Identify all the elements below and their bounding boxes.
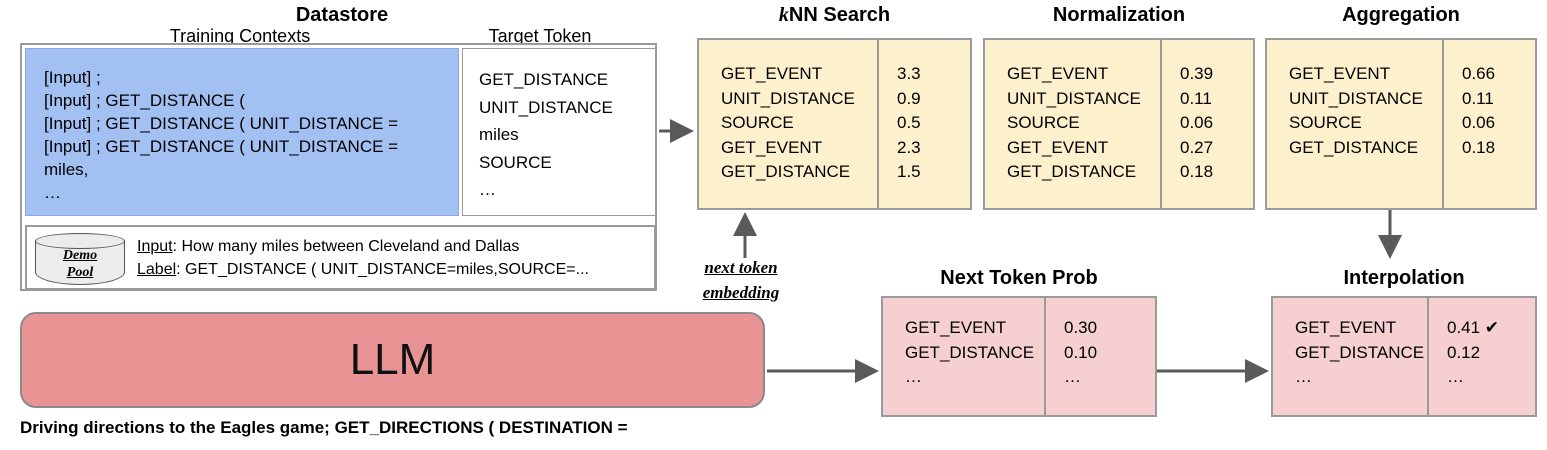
bottom-caption: Driving directions to the Eagles game; G… bbox=[20, 418, 628, 437]
table-cell-value: 0.12 bbox=[1447, 342, 1481, 362]
demo-pool-text: Input: How many miles between Cleveland … bbox=[137, 235, 589, 281]
table-row: GET_EVENT bbox=[905, 318, 1007, 337]
table-cell-value: 0.9 bbox=[897, 88, 921, 108]
demo-label-key: Label bbox=[137, 261, 177, 278]
datastore-col-header-target: Target Token bbox=[488, 26, 592, 46]
table-cell-value: 0.06 bbox=[1462, 113, 1496, 132]
table-row: SOURCE bbox=[1289, 113, 1362, 132]
list-item: [Input] ; GET_DISTANCE ( UNIT_DISTANCE = bbox=[44, 137, 399, 156]
list-item: UNIT_DISTANCE bbox=[479, 97, 613, 117]
database-cylinder-icon: Demo Pool bbox=[35, 231, 127, 287]
list-item: [Input] ; GET_DISTANCE ( UNIT_DISTANCE = bbox=[44, 114, 399, 133]
table-row: UNIT_DISTANCE bbox=[1289, 88, 1423, 108]
demo-input-key: Input bbox=[137, 238, 173, 255]
list-item: SOURCE bbox=[479, 152, 552, 172]
next-token-embedding-label: next token embedding bbox=[676, 255, 806, 305]
datastore-col-header-contexts: Training Contexts bbox=[169, 26, 311, 46]
table-row: GET_DISTANCE bbox=[1295, 342, 1425, 362]
list-item: miles, bbox=[44, 160, 89, 179]
table-row: GET_EVENT bbox=[1289, 64, 1391, 83]
table-row: GET_EVENT bbox=[1295, 318, 1397, 337]
knn-title-k: k bbox=[778, 4, 789, 26]
table-cell-value: 0.18 bbox=[1462, 137, 1496, 157]
llm-box: LLM bbox=[20, 312, 765, 408]
table-row: GET_DISTANCE bbox=[721, 162, 851, 181]
table-row: UNIT_DISTANCE bbox=[721, 88, 855, 108]
table-row: … bbox=[905, 367, 922, 386]
table-row: GET_DISTANCE bbox=[1007, 162, 1137, 181]
next-token-prob-table: GET_EVENT GET_DISTANCE … 0.30 0.10 … bbox=[881, 296, 1157, 417]
table-cell-value: … bbox=[1064, 367, 1081, 386]
list-item: [Input] ; bbox=[44, 68, 101, 87]
interpolation-table: GET_EVENT GET_DISTANCE … 0.41 ✔ 0.12 … bbox=[1271, 296, 1537, 417]
datastore-table: [Input] ; [Input] ; GET_DISTANCE ( [Inpu… bbox=[22, 45, 656, 219]
demo-pool-label-line1: Demo bbox=[62, 248, 98, 263]
table-cell-value: 3.3 bbox=[897, 64, 921, 83]
knn-search-title: kNN Search bbox=[697, 4, 972, 27]
interpolation-title: Interpolation bbox=[1343, 267, 1465, 289]
nte-line1: next token bbox=[704, 258, 778, 277]
table-cell-value: … bbox=[1447, 367, 1464, 386]
table-row: GET_EVENT bbox=[721, 137, 823, 157]
demo-label-value: : GET_DISTANCE ( UNIT_DISTANCE=miles,SOU… bbox=[176, 261, 589, 278]
knn-search-table: GET_EVENT UNIT_DISTANCE SOURCE GET_EVENT… bbox=[697, 38, 972, 210]
llm-label: LLM bbox=[349, 335, 436, 384]
normalization-table: GET_EVENT UNIT_DISTANCE SOURCE GET_EVENT… bbox=[983, 38, 1255, 210]
knn-title-rest: NN Search bbox=[788, 4, 891, 26]
demo-pool-label-line2: Pool bbox=[66, 265, 94, 280]
datastore-title: Datastore bbox=[295, 4, 389, 26]
table-row: SOURCE bbox=[721, 113, 794, 132]
table-row: GET_EVENT bbox=[721, 64, 823, 83]
demo-input-value: : How many miles between Cleveland and D… bbox=[172, 238, 520, 255]
aggregation-title: Aggregation bbox=[1342, 4, 1460, 26]
table-cell-value: 0.5 bbox=[897, 113, 921, 132]
table-cell-value: 0.39 bbox=[1180, 64, 1214, 83]
table-row: UNIT_DISTANCE bbox=[1007, 88, 1141, 108]
table-row: … bbox=[1295, 367, 1312, 386]
target-token-column: GET_DISTANCE UNIT_DISTANCE miles SOURCE … bbox=[462, 48, 656, 216]
list-item: [Input] ; GET_DISTANCE ( bbox=[44, 91, 245, 110]
table-row: GET_EVENT bbox=[1007, 137, 1109, 157]
table-cell-value: 0.06 bbox=[1180, 113, 1214, 132]
nte-line2: embedding bbox=[702, 283, 780, 302]
table-cell-value-selected: 0.41 ✔ bbox=[1447, 318, 1500, 337]
training-contexts-column: [Input] ; [Input] ; GET_DISTANCE ( [Inpu… bbox=[25, 48, 459, 216]
table-cell-value: 0.11 bbox=[1180, 88, 1212, 108]
table-cell-value: 0.27 bbox=[1180, 137, 1214, 157]
normalization-title: Normalization bbox=[1052, 4, 1186, 26]
table-cell-value: 0.30 bbox=[1064, 318, 1098, 337]
table-row: SOURCE bbox=[1007, 113, 1080, 132]
list-item: … bbox=[479, 180, 496, 199]
table-cell-value: 0.18 bbox=[1180, 162, 1214, 181]
table-cell-value: 1.5 bbox=[897, 162, 921, 181]
list-item: … bbox=[44, 183, 61, 202]
table-cell-value: 0.10 bbox=[1064, 342, 1098, 362]
table-cell-value: 2.3 bbox=[897, 137, 921, 157]
list-item: miles bbox=[479, 125, 519, 144]
demo-pool-panel: Demo Pool Input: How many miles between … bbox=[25, 225, 656, 290]
table-row: GET_DISTANCE bbox=[905, 342, 1035, 362]
table-row: GET_EVENT bbox=[1007, 64, 1109, 83]
table-row: GET_DISTANCE bbox=[1289, 137, 1419, 157]
next-token-prob-title: Next Token Prob bbox=[940, 267, 1098, 289]
aggregation-table: GET_EVENT UNIT_DISTANCE SOURCE GET_DISTA… bbox=[1265, 38, 1537, 210]
list-item: GET_DISTANCE bbox=[479, 70, 609, 89]
datastore-panel: [Input] ; [Input] ; GET_DISTANCE ( [Inpu… bbox=[20, 43, 657, 291]
table-cell-value: 0.66 bbox=[1462, 64, 1496, 83]
table-cell-value: 0.11 bbox=[1462, 88, 1494, 108]
